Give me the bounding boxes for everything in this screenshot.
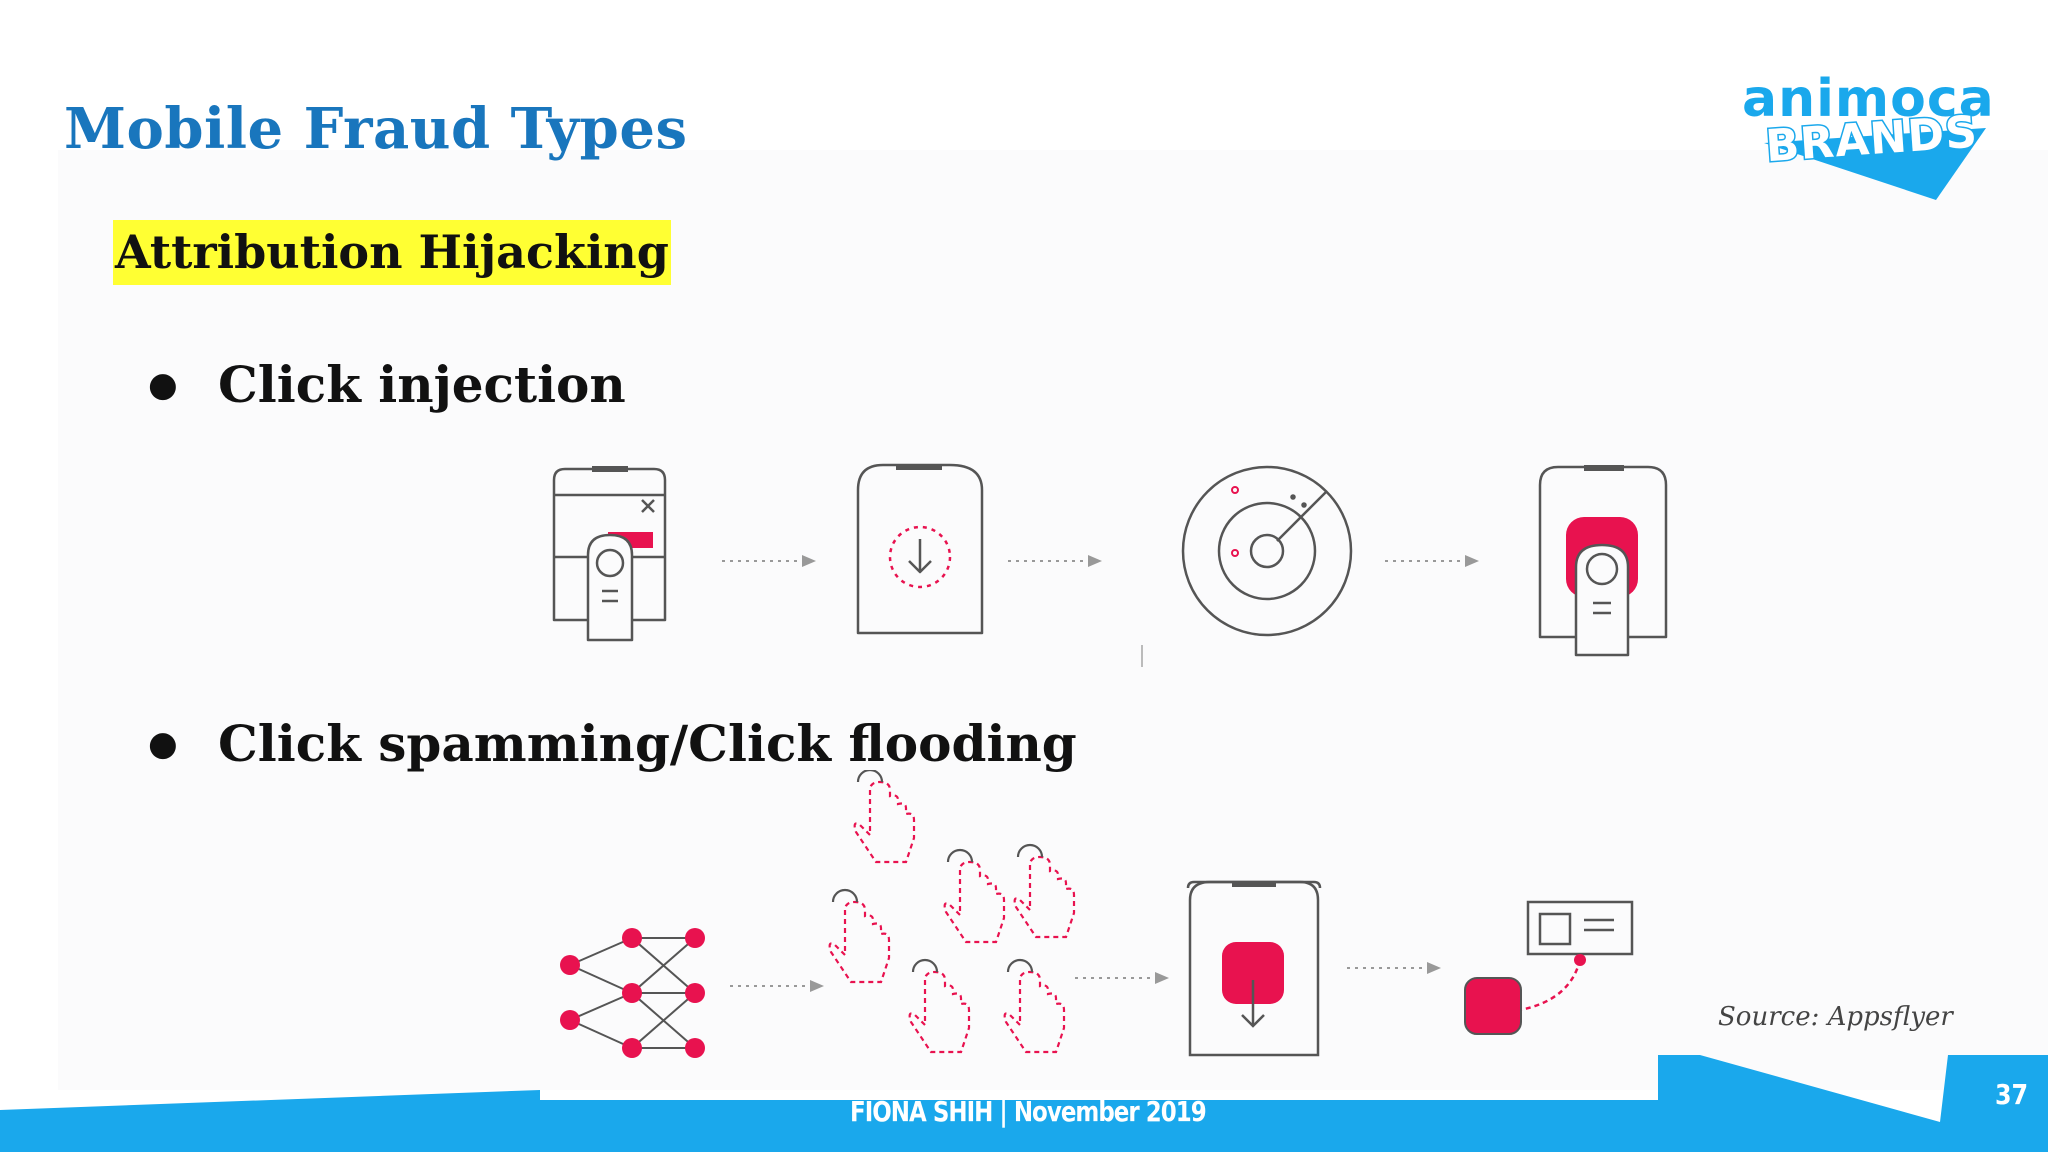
app-download-icon bbox=[856, 463, 984, 635]
app-install-icon bbox=[1186, 880, 1322, 1057]
phone-tap-icon bbox=[1538, 465, 1668, 657]
bullet-marker: ● bbox=[148, 724, 178, 764]
app-ad-tap-icon bbox=[552, 466, 667, 642]
attribution-link-icon bbox=[1464, 900, 1634, 1035]
click-injection-illustration bbox=[552, 463, 1668, 667]
bullet-text: Click spamming/Click flooding bbox=[218, 714, 1077, 773]
arrow-right bbox=[1385, 555, 1479, 567]
bullet-click-injection: ● Click injection bbox=[148, 355, 626, 414]
arrow-right bbox=[1347, 962, 1441, 974]
page-number: 37 bbox=[1995, 1078, 2029, 1111]
bullet-text: Click injection bbox=[218, 355, 626, 414]
arrow-right bbox=[730, 980, 824, 992]
highlighted-subtitle: Attribution Hijacking bbox=[113, 220, 671, 285]
click-spamming-illustration bbox=[560, 770, 1634, 1058]
svg-text:animoca: animoca bbox=[1742, 69, 1995, 129]
source-credit: Source: Appsflyer bbox=[1718, 1002, 1953, 1032]
animoca-brands-logo: animoca BRANDS bbox=[1742, 69, 1995, 200]
footer-band bbox=[0, 1055, 2048, 1152]
footer-presenter-date: FIONA SHIH | November 2019 bbox=[850, 1095, 1207, 1128]
content-background bbox=[58, 150, 2048, 1090]
arrow-right bbox=[722, 555, 816, 567]
slide-title: Mobile Fraud Types bbox=[64, 96, 688, 162]
bullet-marker: ● bbox=[148, 365, 178, 405]
arrow-right bbox=[1008, 555, 1102, 567]
arrow-right bbox=[1075, 972, 1169, 984]
radar-scan-icon bbox=[1141, 465, 1353, 667]
network-graph-icon bbox=[560, 928, 705, 1058]
multiple-taps-icon bbox=[828, 770, 1076, 1054]
bullet-click-spamming: ● Click spamming/Click flooding bbox=[148, 714, 1077, 773]
